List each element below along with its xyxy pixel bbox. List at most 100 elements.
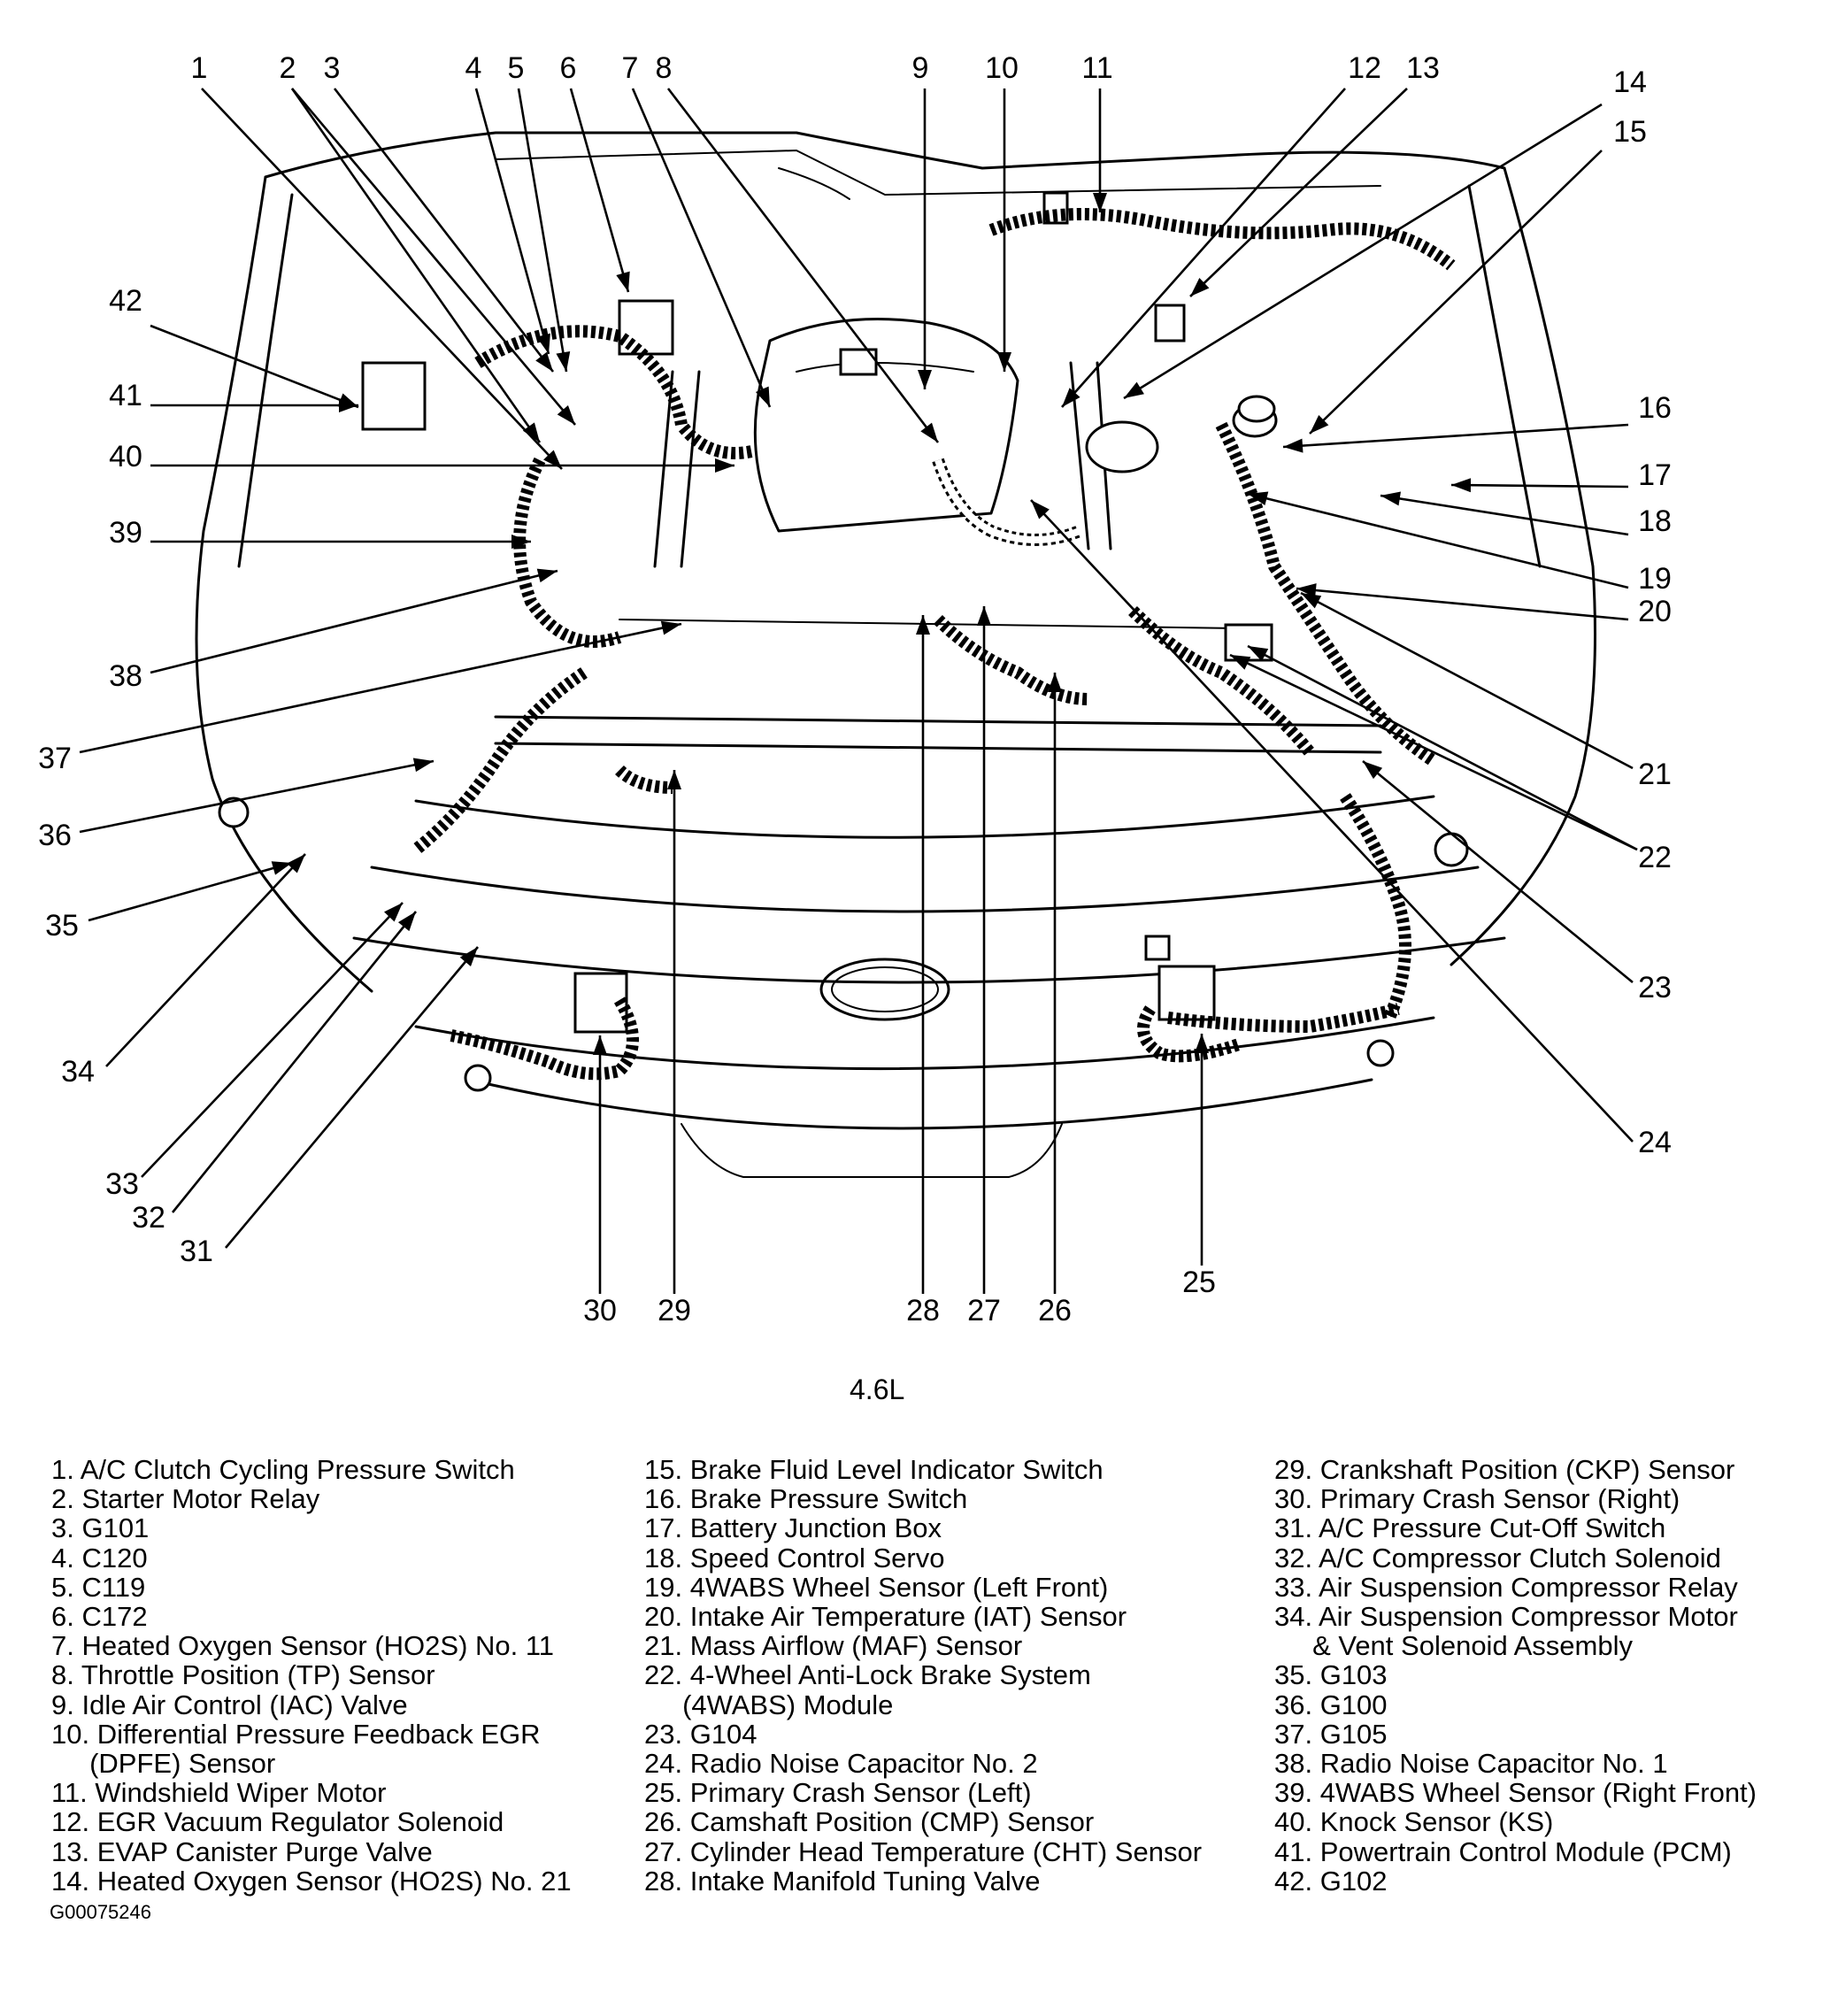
legend-entry: 10. Differential Pressure Feedback EGR	[51, 1718, 541, 1750]
callout-number: 24	[1638, 1126, 1672, 1159]
engine-size-label: 4.6L	[850, 1373, 905, 1405]
leader-line	[201, 88, 563, 470]
callout-number: 1	[191, 51, 208, 85]
arrowhead	[271, 861, 292, 875]
callout-22: 22	[1229, 644, 1672, 874]
callout-number: 35	[45, 909, 79, 943]
callout-37: 37	[38, 620, 682, 775]
legend-entry: 8. Throttle Position (TP) Sensor	[51, 1659, 435, 1691]
callout-28: 28	[906, 615, 940, 1327]
arrowhead	[616, 271, 630, 292]
arrowhead	[920, 422, 938, 442]
callout-number: 26	[1038, 1294, 1072, 1327]
callout-number: 32	[132, 1201, 165, 1235]
callout-18: 18	[1380, 491, 1672, 538]
leader-line	[150, 569, 558, 674]
callout-4: 4	[465, 51, 550, 355]
arrowhead	[1093, 193, 1107, 212]
legend-entry: 41. Powertrain Control Module (PCM)	[1274, 1835, 1732, 1867]
leader-line	[1030, 499, 1634, 1143]
callout-number: 5	[508, 51, 525, 85]
callout-number: 27	[967, 1294, 1001, 1327]
arrowhead	[522, 422, 540, 442]
legend-entry: 2. Starter Motor Relay	[51, 1483, 320, 1515]
leader-line	[1296, 587, 1629, 621]
callout-number: 6	[560, 51, 577, 85]
callout-3: 3	[324, 51, 555, 373]
callout-number: 28	[906, 1294, 940, 1327]
callout-20: 20	[1296, 583, 1672, 628]
callout-number: 12	[1348, 51, 1381, 85]
callout-number: 14	[1613, 65, 1647, 99]
leader-line	[1300, 591, 1634, 770]
engine-compartment-artwork	[195, 131, 1596, 1178]
callout-24: 24	[1030, 499, 1672, 1159]
callout-number: 20	[1638, 595, 1672, 628]
callout-5: 5	[508, 51, 571, 373]
callout-number: 16	[1638, 391, 1672, 425]
callout-33: 33	[105, 902, 404, 1201]
arrowhead	[593, 1035, 607, 1055]
arrowhead	[715, 458, 734, 473]
callout-40: 40	[109, 440, 734, 473]
legend-entry: 32. A/C Compressor Clutch Solenoid	[1274, 1542, 1721, 1574]
callout-number: 19	[1638, 562, 1672, 596]
leader-line	[1309, 150, 1603, 435]
callout-38: 38	[109, 568, 558, 693]
leader-line	[569, 88, 630, 293]
callout-number: 38	[109, 659, 142, 693]
arrowhead	[997, 352, 1011, 372]
arrowhead	[1301, 593, 1322, 609]
leader-line	[1061, 88, 1346, 408]
legend-entry: 31. A/C Pressure Cut-Off Switch	[1274, 1512, 1666, 1544]
leader-line	[171, 911, 418, 1213]
arrowhead	[1124, 381, 1144, 398]
legend-entry: 42. G102	[1274, 1865, 1388, 1897]
callout-number: 18	[1638, 504, 1672, 538]
legend-entry: 14. Heated Oxygen Sensor (HO2S) No. 21	[51, 1865, 572, 1897]
leader-line	[1123, 103, 1603, 400]
callout-number: 11	[1081, 51, 1112, 85]
callout-number: 30	[583, 1294, 617, 1327]
leader-line	[150, 324, 359, 409]
leader-line	[474, 88, 550, 355]
arrowhead	[459, 947, 478, 966]
callout-number: 13	[1406, 51, 1440, 85]
callout-15: 15	[1309, 115, 1647, 435]
callout-8: 8	[656, 51, 940, 443]
callout-number: 7	[622, 51, 639, 85]
arrowhead	[557, 405, 575, 425]
arrowhead	[1451, 478, 1472, 493]
legend-entry: 37. G105	[1274, 1718, 1388, 1750]
arrowhead	[384, 903, 403, 922]
callout-21: 21	[1300, 591, 1672, 791]
arrowhead	[543, 450, 562, 469]
arrowhead	[918, 370, 932, 389]
legend-entry: 17. Battery Junction Box	[644, 1512, 942, 1544]
callout-number: 29	[658, 1294, 691, 1327]
arrowhead	[660, 620, 681, 635]
arrowhead	[1190, 277, 1210, 296]
legend-entry: 12. EGR Vacuum Regulator Solenoid	[51, 1806, 504, 1838]
legend-entry: 4. C120	[51, 1542, 148, 1574]
leader-line	[1362, 759, 1634, 984]
callout-10: 10	[985, 51, 1019, 372]
arrowhead	[755, 386, 770, 407]
callout-41: 41	[109, 379, 358, 412]
legend-entry: 21. Mass Airflow (MAF) Sensor	[644, 1630, 1023, 1662]
legend-entry: (DPFE) Sensor	[51, 1748, 276, 1780]
legend-entry: 22. 4-Wheel Anti-Lock Brake System	[644, 1659, 1091, 1691]
callout-number: 25	[1182, 1266, 1216, 1299]
arrowhead	[1363, 761, 1383, 780]
callout-26: 26	[1038, 673, 1072, 1327]
figure-code: G00075246	[50, 1901, 151, 1923]
legend-entry: 24. Radio Noise Capacitor No. 2	[644, 1748, 1038, 1780]
callout-number: 34	[61, 1055, 95, 1089]
arrowhead	[916, 615, 930, 635]
callout-32: 32	[132, 911, 418, 1235]
arrowhead	[536, 568, 558, 583]
callout-number: 23	[1638, 971, 1672, 1004]
